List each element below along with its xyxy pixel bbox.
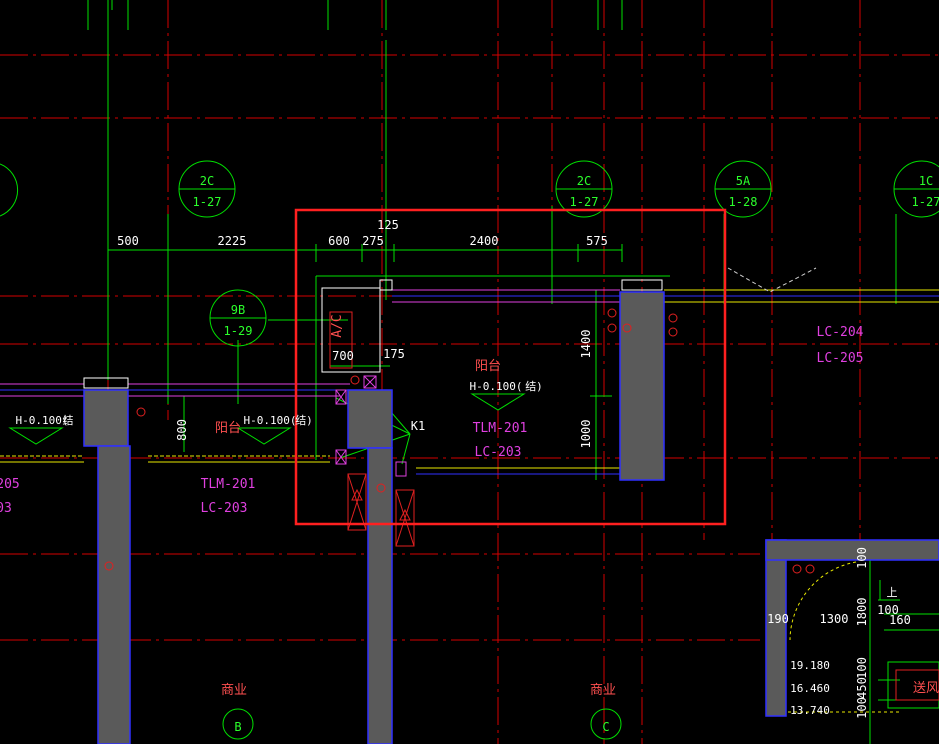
level-mid: H-0.100( [244, 414, 297, 427]
detail-ref-3-top: 5A [736, 174, 751, 188]
balcony-label-main: 阳台 [475, 359, 501, 374]
concrete-walls [83, 291, 939, 744]
dim-450: 450 [855, 677, 869, 699]
detail-ref-4-top: 1C [919, 174, 933, 188]
level-markers [8, 393, 526, 445]
selection-highlight-box[interactable] [294, 208, 727, 526]
level-left: H-0.100( [16, 414, 69, 427]
dim-275: 275 [362, 234, 384, 248]
commercial-label-b: 商业 [221, 683, 247, 698]
detail-ref-5-top: 9B [231, 303, 245, 317]
dimension-lines [87, 0, 939, 744]
column-caps [83, 279, 663, 389]
dim-1300: 1300 [820, 612, 849, 626]
tag-lc205: LC-205 [817, 351, 864, 366]
dim-190: 190 [767, 612, 789, 626]
axis-label-b: B [234, 720, 241, 734]
drain-circles [104, 308, 815, 574]
detail-ref-2-bottom: 1-27 [570, 195, 599, 209]
level-main: H-0.100( [470, 380, 523, 393]
tag-tlm201-left: TLM-201 [201, 477, 256, 492]
dim-100-d: 100 [855, 697, 869, 719]
k1-label: K1 [411, 419, 425, 433]
tag-lc204: LC-204 [817, 325, 864, 340]
balcony-label-left: 阳台 [215, 421, 241, 436]
tag-03-edge: 03 [0, 501, 12, 516]
struct-mark-mid: 结) [295, 414, 313, 427]
detail-ref-1-bottom: 1-27 [193, 195, 222, 209]
elevation-16460: 16.460 [790, 682, 830, 695]
equipment-symbols [321, 287, 415, 547]
axis-label-c: C [602, 720, 609, 734]
commercial-label-c: 商业 [590, 683, 616, 698]
floor-lines [0, 267, 939, 475]
dim-100-a: 100 [855, 547, 869, 569]
dim-500: 500 [117, 234, 139, 248]
struct-mark-left: 结 [63, 414, 74, 427]
dim-175: 175 [383, 347, 405, 361]
detail-ref-1-top: 2C [200, 174, 214, 188]
tag-lc203-mid: LC-203 [475, 445, 522, 460]
dim-100-b: 100 [877, 603, 899, 617]
tag-205-edge: 205 [0, 477, 20, 492]
detail-ref-circles [0, 160, 939, 740]
dim-1800: 1800 [855, 598, 869, 627]
dim-100-c: 100 [855, 657, 869, 679]
dim-125: 125 [377, 218, 399, 232]
dim-575: 575 [586, 234, 608, 248]
dim-1400: 1400 [579, 330, 593, 359]
dim-800: 800 [175, 419, 189, 441]
stair-up-label: 上 [887, 586, 898, 599]
detail-ref-4-bottom: 1-27 [912, 195, 939, 209]
detail-ref-3-bottom: 1-28 [729, 195, 758, 209]
dim-2225: 2225 [218, 234, 247, 248]
dim-160: 160 [889, 613, 911, 627]
elevation-19180: 19.180 [790, 659, 830, 672]
tag-tlm201-mid: TLM-201 [473, 421, 528, 436]
dim-1000: 1000 [579, 420, 593, 449]
dim-2400: 2400 [470, 234, 499, 248]
stair-area [788, 561, 939, 713]
tag-lc203-left: LC-203 [201, 501, 248, 516]
dim-600: 600 [328, 234, 350, 248]
fan-label: 送风 [913, 681, 939, 696]
ac-label: A/C [330, 314, 345, 337]
detail-ref-5-bottom: 1-29 [224, 324, 253, 338]
detail-ref-2-top: 2C [577, 174, 591, 188]
elevation-13740: 13.740 [790, 704, 830, 717]
dim-700: 700 [332, 349, 354, 363]
struct-mark-main: 结) [525, 380, 543, 393]
